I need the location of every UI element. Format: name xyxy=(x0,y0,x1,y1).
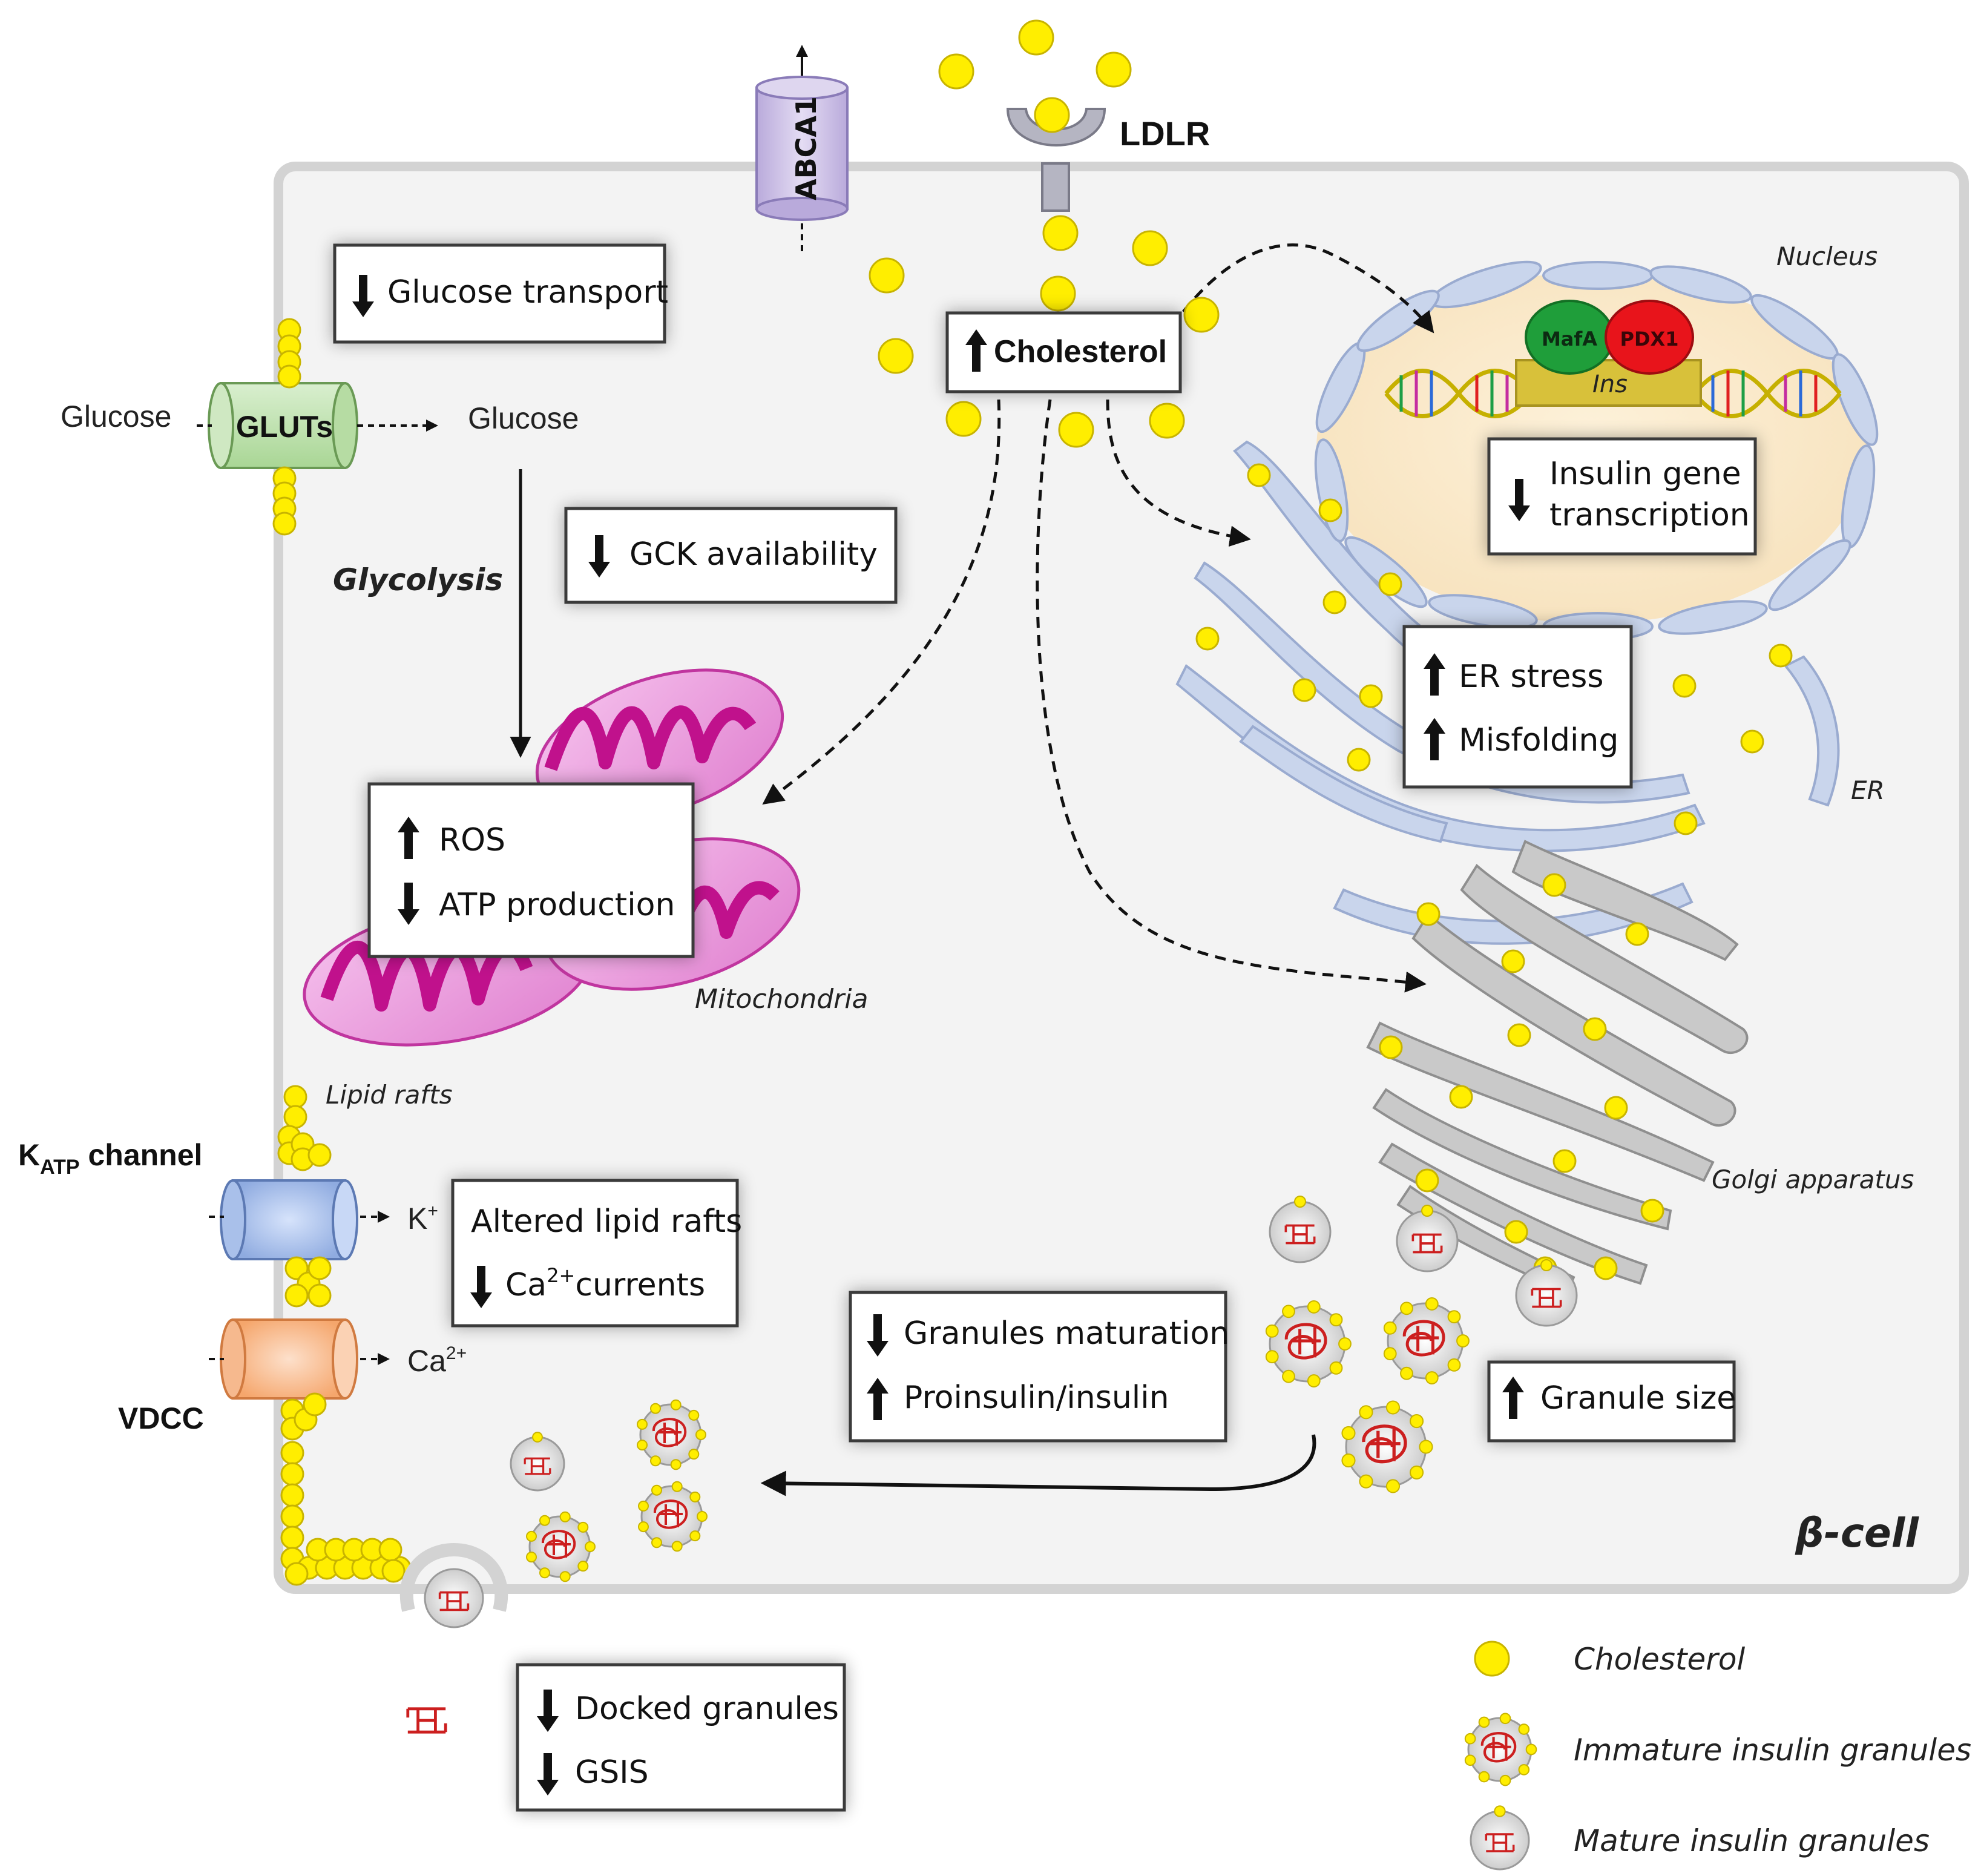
arrow-up-icon xyxy=(1424,718,1445,760)
glucose-arrows xyxy=(197,420,531,758)
golgi-apparatus xyxy=(1366,840,1749,1294)
mafa-label: MafA xyxy=(1542,327,1597,351)
gck-text: GCK availability xyxy=(629,536,878,573)
pdx1-label: PDX1 xyxy=(1620,327,1679,351)
glucose-outside-label: Glucose xyxy=(61,400,171,433)
docked-granules-box xyxy=(516,1663,846,1812)
legend-immature-granule-icon xyxy=(1464,1713,1537,1786)
insulin-gene-text-1: Insulin gene xyxy=(1549,456,1741,492)
glucose-inside-label: Glucose xyxy=(468,401,579,435)
beta-cell-label: β-cell xyxy=(1795,1510,1919,1556)
vdcc-channel xyxy=(220,1318,358,1400)
katp-channel xyxy=(220,1179,358,1260)
abca1-transporter: ABCA1 xyxy=(755,45,849,251)
arrow-down-icon xyxy=(537,1690,559,1732)
altered-lipid-rafts-text: Altered lipid rafts xyxy=(471,1203,742,1240)
legend-mature-label: Mature insulin granules xyxy=(1574,1823,1930,1858)
arrow-down-icon xyxy=(398,883,419,925)
insulin-granules xyxy=(510,1196,1578,1582)
arrow-down-icon xyxy=(1508,479,1530,521)
arrow-down-icon xyxy=(470,1266,492,1308)
glucose-transport-box xyxy=(333,243,666,344)
k-ion-label: K+ xyxy=(407,1201,438,1236)
arrow-down-icon xyxy=(352,275,374,317)
box-arrow-icons xyxy=(352,275,1530,1795)
gsis-text: GSIS xyxy=(575,1754,649,1791)
ros-atp-box xyxy=(367,782,695,958)
legend-cholesterol-icon xyxy=(1474,1641,1510,1677)
pdx1-factor xyxy=(1605,300,1694,375)
er-stress-text: ER stress xyxy=(1459,659,1603,695)
mitochondria-label: Mitochondria xyxy=(695,984,868,1015)
docked-granule xyxy=(399,1542,508,1628)
arrow-down-icon xyxy=(537,1753,559,1795)
dna-icon xyxy=(1384,369,1842,418)
vdcc-label: VDCC xyxy=(118,1401,204,1435)
er-label: ER xyxy=(1851,775,1885,805)
granules-maturation-box xyxy=(849,1291,1227,1443)
arrow-up-icon xyxy=(965,329,987,372)
nucleus-label: Nucleus xyxy=(1776,242,1878,271)
granule-size-box xyxy=(1487,1360,1736,1443)
arrow-down-icon xyxy=(867,1314,889,1357)
golgi-label: Golgi apparatus xyxy=(1712,1165,1914,1194)
granule-size-text: Granule size xyxy=(1540,1380,1736,1417)
arrow-up-icon xyxy=(1424,653,1445,696)
cholesterol-text: Cholesterol xyxy=(994,334,1167,369)
arrow-down-icon xyxy=(588,535,610,578)
ion-arrows xyxy=(209,1211,390,1365)
secreted-insulin-icon xyxy=(406,1707,447,1734)
insulin-gene-box xyxy=(1487,437,1757,556)
arrow-up-icon xyxy=(1502,1377,1524,1419)
cholesterol-dots xyxy=(272,19,1793,1586)
misfolding-text: Misfolding xyxy=(1459,722,1618,759)
glycolysis-label: Glycolysis xyxy=(333,562,503,597)
cholesterol-box xyxy=(945,311,1182,393)
glucose-transport-text: Glucose transport xyxy=(387,274,668,311)
proinsulin-text: Proinsulin/insulin xyxy=(904,1380,1169,1416)
gck-box xyxy=(564,507,898,604)
lipid-rafts-label: Lipid rafts xyxy=(326,1080,453,1110)
lipid-rafts-box xyxy=(451,1179,739,1328)
atp-text: ATP production xyxy=(439,887,675,923)
gluts-label: GLUTs xyxy=(236,410,333,444)
granule-transport-arrow xyxy=(760,1434,1316,1496)
docked-granules-text: Docked granules xyxy=(575,1691,839,1727)
abca1-label: ABCA1 xyxy=(790,96,823,200)
arrow-up-icon xyxy=(398,817,419,859)
legend-immature-label: Immature insulin granules xyxy=(1574,1733,1971,1768)
arrow-up-icon xyxy=(867,1378,889,1420)
insulin-gene-text-2: transcription xyxy=(1549,497,1750,533)
legend-mature-granule-icon xyxy=(1470,1805,1530,1871)
ldlr-label: LDLR xyxy=(1120,114,1210,153)
ca-currents-text: Ca2+currents xyxy=(505,1264,705,1303)
legend-cholesterol-label: Cholesterol xyxy=(1574,1642,1745,1677)
ca-ion-label: Ca2+ xyxy=(407,1343,467,1378)
ros-text: ROS xyxy=(439,822,505,858)
er-stress-box xyxy=(1402,625,1633,789)
granules-maturation-text: Granules maturation xyxy=(904,1315,1229,1352)
ins-gene-label: Ins xyxy=(1592,370,1628,398)
cholesterol-effect-arrows xyxy=(762,243,1434,993)
legend: Cholesterol Immature insulin granules Ma… xyxy=(1464,1641,1971,1871)
gluts-transporter xyxy=(208,382,358,469)
katp-label: KATP channel xyxy=(18,1138,202,1179)
